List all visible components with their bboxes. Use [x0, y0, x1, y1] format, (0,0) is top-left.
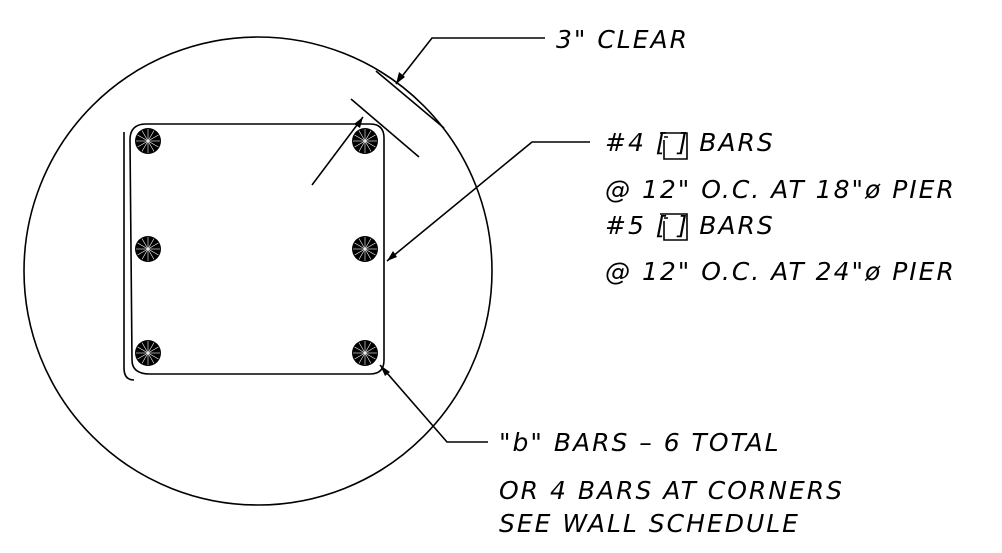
rebar-hatch-line [354, 242, 366, 250]
rebar-hatch-line [358, 140, 366, 152]
rebar-hatch-line [141, 140, 149, 152]
rebar-hatch-line [358, 130, 366, 142]
rebar-hatch-line [141, 342, 149, 354]
clear-leader-arrow [396, 72, 405, 84]
rebar-hatch-line [147, 248, 159, 256]
rebar-hatch-line [354, 140, 366, 148]
rebar-hatch-line [147, 238, 155, 250]
rebar-hatch-line [147, 352, 155, 364]
rebar-hatch-line [354, 346, 366, 354]
rebar-hatch-line [147, 248, 155, 260]
rebar-hatch-line [137, 248, 149, 256]
rebar-dot [352, 128, 378, 154]
clear-dim-line-outer [375, 70, 445, 129]
rebar-hatch-line [147, 352, 159, 360]
clear-dim-arrowhead [354, 117, 363, 128]
clear-dim-arrow-line [311, 116, 364, 186]
rebar-hatch-line [364, 346, 376, 354]
rebar-hatch-line [358, 342, 366, 354]
vertical-bars-label-1: "b" BARS – 6 TOTAL [499, 428, 781, 457]
rebar-hatch-line [364, 352, 372, 364]
pier-outline [23, 36, 493, 506]
tie-outline [129, 123, 385, 375]
bars-leader [379, 364, 488, 443]
clear-leader [395, 37, 545, 85]
rebar-hatch-line [147, 140, 155, 152]
rebar-hatch-line [354, 352, 366, 360]
rebar-hatch-line [147, 346, 159, 354]
rebar-hatch-line [141, 352, 149, 364]
rebar-dot [135, 236, 161, 262]
rebar-hatch-line [141, 248, 149, 260]
bars-leader-arrow [380, 365, 390, 376]
vertical-bars-label-3: SEE WALL SCHEDULE [499, 509, 800, 538]
rebar-hatch-line [147, 140, 159, 148]
rebar-hatch-line [364, 342, 372, 354]
rebar-hatch-line [364, 242, 376, 250]
rebar-hatch-line [364, 238, 372, 250]
rebar-hatch-line [364, 130, 372, 142]
clear-dim-line-inner [350, 98, 420, 158]
rebar-hatch-line [364, 248, 376, 256]
clear-cover-label: 3" CLEAR [556, 25, 690, 54]
rebar-hatch-line [141, 130, 149, 142]
rebar-hatch-line [147, 342, 155, 354]
tie-symbol-icon [660, 132, 688, 160]
rebar-hatch-line [147, 242, 159, 250]
rebar-hatch-line [354, 134, 366, 142]
vertical-bars-label-2: OR 4 BARS AT CORNERS [499, 476, 845, 505]
rebar-hatch-line [137, 346, 149, 354]
rebar-dot [352, 236, 378, 262]
rebar-hatch-line [137, 242, 149, 250]
rebar-hatch-line [358, 248, 366, 260]
rebar-hatch-line [364, 140, 376, 148]
rebar-dot [135, 128, 161, 154]
rebar-hatch-line [364, 248, 372, 260]
rebar-dot [135, 340, 161, 366]
tie-hook [123, 132, 135, 381]
tie-bars-label-2: @ 12" O.C. AT 18"ø PIER [605, 175, 956, 204]
rebar-hatch-line [147, 134, 159, 142]
rebar-hatch-line [137, 134, 149, 142]
rebar-dot [352, 340, 378, 366]
rebar-hatch-line [364, 140, 372, 152]
rebar-hatch-line [354, 248, 366, 256]
rebar-hatch-line [137, 140, 149, 148]
tie-bars-label-4: @ 12" O.C. AT 24"ø PIER [605, 257, 956, 286]
tie-leader-arrow [387, 251, 397, 261]
rebar-hatch-line [137, 352, 149, 360]
rebar-hatch-line [141, 238, 149, 250]
tie-bars-label-1: #4 [ ] BARS [605, 128, 775, 157]
rebar-hatch-line [358, 352, 366, 364]
rebar-hatch-line [147, 130, 155, 142]
rebar-hatch-line [364, 134, 376, 142]
rebar-hatch-line [364, 352, 376, 360]
tie-symbol-icon [660, 213, 688, 241]
tie-leader [386, 141, 590, 262]
rebar-hatch-line [358, 238, 366, 250]
tie-bars-label-3: #5 [ ] BARS [605, 211, 775, 240]
